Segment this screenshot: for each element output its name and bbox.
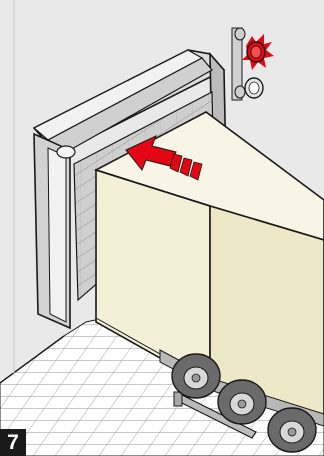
traffic-light-bracket-bottom (235, 86, 245, 98)
green-signal-lens (249, 82, 259, 94)
dock-shelter-left-face (48, 148, 66, 322)
dock-shelter-corner (57, 146, 75, 158)
trailer-wheel-3 (268, 408, 316, 452)
step-number-badge: 7 (0, 429, 26, 456)
red-signal-lens (251, 46, 261, 58)
trailer-wheel-1 (172, 354, 220, 398)
bumper-mount-left (174, 392, 182, 406)
traffic-light-bracket-top (235, 28, 245, 40)
trailer-wheel-2 (218, 380, 266, 424)
